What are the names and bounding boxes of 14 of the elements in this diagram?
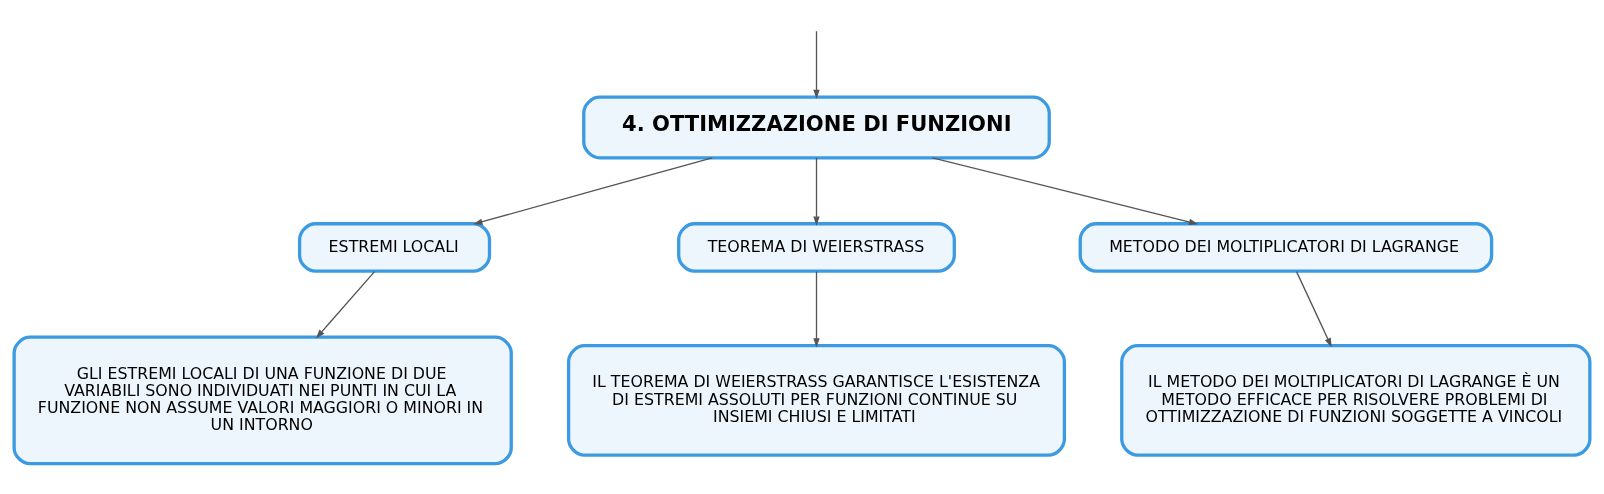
node-box: TEOREMA DI WEIERSTRASS <box>677 222 956 273</box>
arrow <box>813 270 820 348</box>
node-box: GLI ESTREMI LOCALI DI UNA FUNZIONE DI DUE VARIABILI SONO INDIVIDUATI NEI PUNTI IN CUI LA FUNZIONE NON ASSUME VALORI MAGGIORI O MINORI IN UN INTORNO <box>12 335 513 466</box>
node-box: 4. OTTIMIZZAZIONE DI FUNZIONI <box>582 95 1051 160</box>
arrow <box>473 157 713 225</box>
node-box: IL METODO DEI MOLTIPLICATORI DI LAGRANGE È UN METODO EFFICACE PER RISOLVERE PROBLEMI DI OTTIMIZZAZIONE DI FUNZIONI SOGGETTE A VINCOLI <box>1120 344 1592 457</box>
arrow <box>931 157 1199 226</box>
arrow <box>315 270 376 339</box>
node-box: IL TEOREMA DI WEIERSTRASS GARANTISCE L'ESISTENZA DI ESTREMI ASSOLUTI PER FUNZIONI CONTINUE SU INSIEMI CHIUSI E LIMITATI <box>566 344 1067 457</box>
node-box: METODO DEI MOLTIPLICATORI DI LAGRANGE <box>1078 222 1494 273</box>
node-box: ESTREMI LOCALI <box>297 222 492 273</box>
arrow <box>813 157 820 226</box>
arrow <box>1295 270 1332 348</box>
arrow <box>813 30 820 99</box>
